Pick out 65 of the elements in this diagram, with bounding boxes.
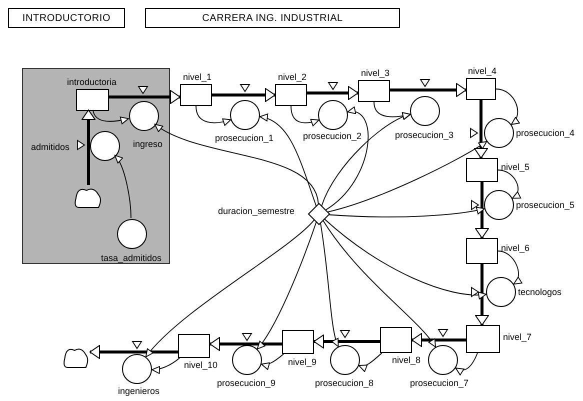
connector-arrow <box>322 220 436 348</box>
variable-label: nivel_1 <box>183 72 212 83</box>
connector-arrow <box>290 106 320 126</box>
connector-arrow <box>455 352 478 376</box>
flow-pipe-arrow <box>307 86 358 100</box>
connector-arrow <box>496 88 520 125</box>
flow-pipe-arrow <box>475 182 489 238</box>
connector-arrow <box>325 108 369 210</box>
connector-arrow <box>328 141 488 212</box>
connector-arrow <box>374 102 411 120</box>
cloud-shape <box>62 346 90 368</box>
variable-label: prosecucion_4 <box>516 128 575 139</box>
connector-arrow <box>152 358 180 374</box>
connector-arrow <box>321 112 411 206</box>
variable-label: nivel_5 <box>501 162 530 173</box>
variable-label: ingenieros <box>118 386 160 397</box>
connector-arrow <box>145 220 315 358</box>
flow-pipe-arrow <box>314 334 380 348</box>
variable-label: introductoria <box>67 77 117 88</box>
connector-arrow <box>320 222 340 348</box>
connector-arrow <box>498 170 522 199</box>
connector-arrow <box>328 206 485 218</box>
flow-pipe-arrow <box>210 337 282 351</box>
flow-pipe-arrow <box>212 88 276 102</box>
variable-label: prosecucion_9 <box>217 378 276 389</box>
panel-background <box>22 68 170 264</box>
flow-pipe-arrow <box>412 333 466 347</box>
variable-label: nivel_9 <box>288 357 317 368</box>
variable-label: nivel_2 <box>278 72 307 83</box>
variable-label: prosecucion_5 <box>516 200 575 211</box>
connector-arrow <box>259 114 317 206</box>
connector-arrow <box>154 124 319 204</box>
connector-arrow <box>196 106 232 126</box>
section-header: INTRODUCTORIO <box>8 8 125 28</box>
variable-label: ingreso <box>133 139 163 150</box>
connector-arrow <box>256 222 317 350</box>
flow-pipe-arrow <box>475 264 489 326</box>
flow-pipe-arrow <box>474 100 488 158</box>
variable-label: admitidos <box>31 142 70 153</box>
variable-label: nivel_4 <box>468 66 497 77</box>
variable-label: prosecucion_2 <box>303 131 362 142</box>
cloud-shape <box>73 186 103 208</box>
connector-arrow <box>498 250 522 284</box>
connector-arrow <box>324 218 487 299</box>
variable-label: nivel_6 <box>501 243 530 254</box>
connector-arrow <box>358 352 382 372</box>
variable-label: nivel_7 <box>503 332 532 343</box>
connector-arrow <box>114 154 132 218</box>
variable-label: prosecucion_7 <box>410 378 469 389</box>
variable-label: prosecucion_1 <box>215 133 274 144</box>
variable-label: nivel_10 <box>184 360 218 371</box>
flow-pipe-arrow <box>390 83 466 97</box>
section-header: CARRERA ING. INDUSTRIAL <box>145 8 400 28</box>
variable-label: nivel_3 <box>361 68 390 79</box>
variable-label: prosecucion_8 <box>315 378 374 389</box>
variable-label: tasa_admitidos <box>101 253 162 264</box>
flow-pipe-arrow <box>82 110 96 185</box>
variable-label: tecnologos <box>518 287 562 298</box>
flow-pipe-arrow <box>90 345 178 359</box>
variable-label: prosecucion_3 <box>395 130 454 141</box>
flow-pipe-arrow <box>108 90 180 104</box>
connector-arrow <box>92 110 129 124</box>
variable-label: nivel_8 <box>392 355 421 366</box>
connector-arrow <box>260 354 284 370</box>
variable-label: duracion_semestre <box>218 206 295 217</box>
